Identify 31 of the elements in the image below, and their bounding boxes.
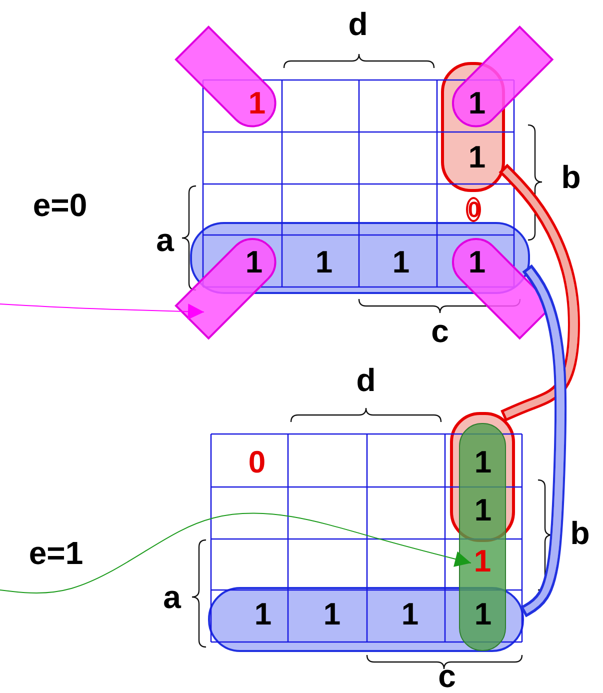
cell-value: 1 [474,545,492,576]
variable-label: b [570,517,590,549]
connecting-band [498,164,580,422]
cell-value: 1 [468,142,486,172]
cell-value: 1 [468,88,486,118]
cell-value: 1 [245,246,263,278]
variable-label: a [163,581,181,613]
variable-label: d [356,364,376,396]
variable-label: c [431,315,449,347]
cell-value: 1 [468,246,486,278]
connecting-band [520,264,567,618]
cell-value: 1 [323,598,341,630]
cell-value: 1 [401,598,419,630]
cell-value: 0 [248,446,266,478]
variable-label: b [561,161,581,193]
arrow [0,304,204,320]
variable-label: a [156,224,174,256]
cell-value: 1 [474,446,492,478]
arrow [0,512,472,594]
variable-label: c [438,660,456,692]
cell-value: 1 [474,494,492,526]
grouping-loop [459,423,506,651]
cell-value: 1 [248,88,266,118]
cell-value: 0 [468,199,480,221]
map-label: e=1 [28,537,84,569]
cell-value: 1 [392,246,410,278]
variable-label: d [348,8,368,40]
cell-value: 1 [474,598,492,630]
cell-value: 1 [254,598,272,630]
map-label: e=0 [32,189,88,221]
cell-value: 1 [315,246,333,278]
